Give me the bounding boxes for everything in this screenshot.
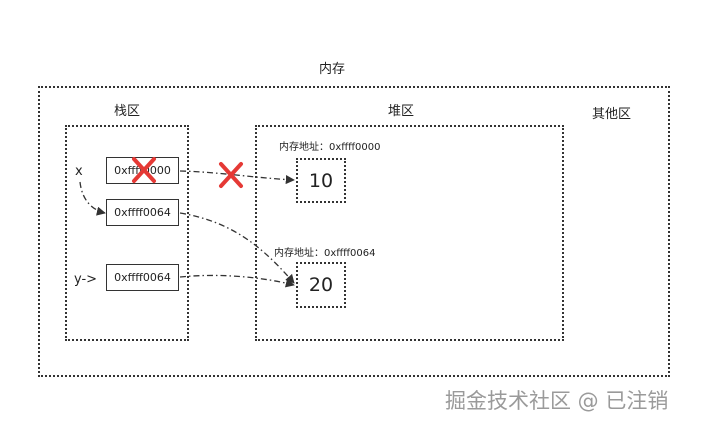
stack-region	[65, 125, 189, 341]
heap-object-2: 20	[296, 262, 346, 308]
variable-x-label: x	[75, 164, 83, 179]
memory-title: 内存	[319, 62, 346, 77]
arrow-old-cell-to-10	[179, 170, 295, 185]
cross-icon-arrow	[219, 162, 243, 188]
stack-cell-x-old: 0xffff0000	[106, 157, 179, 184]
heap-title: 堆区	[388, 104, 415, 119]
heap-address-label-1: 内存地址：0xffff0000	[279, 142, 381, 153]
heap-region	[255, 125, 564, 341]
watermark: 掘金技术社区 @ 已注销	[445, 389, 669, 413]
heap-object-1: 10	[296, 158, 346, 203]
cross-icon-stack	[132, 157, 156, 183]
memory-region	[38, 86, 670, 377]
stack-cell-y: 0xffff0064	[106, 264, 179, 291]
variable-y-label: y->	[74, 272, 98, 287]
arrow-x-to-cell	[79, 181, 106, 216]
heap-address-label-2: 内存地址：0xffff0064	[274, 248, 376, 259]
other-region-title: 其他区	[592, 107, 632, 122]
arrow-x-cell-to-20	[179, 212, 295, 284]
arrow-y-cell-to-20	[179, 274, 295, 288]
stack-cell-x: 0xffff0064	[106, 199, 179, 226]
stack-title: 栈区	[114, 104, 141, 119]
